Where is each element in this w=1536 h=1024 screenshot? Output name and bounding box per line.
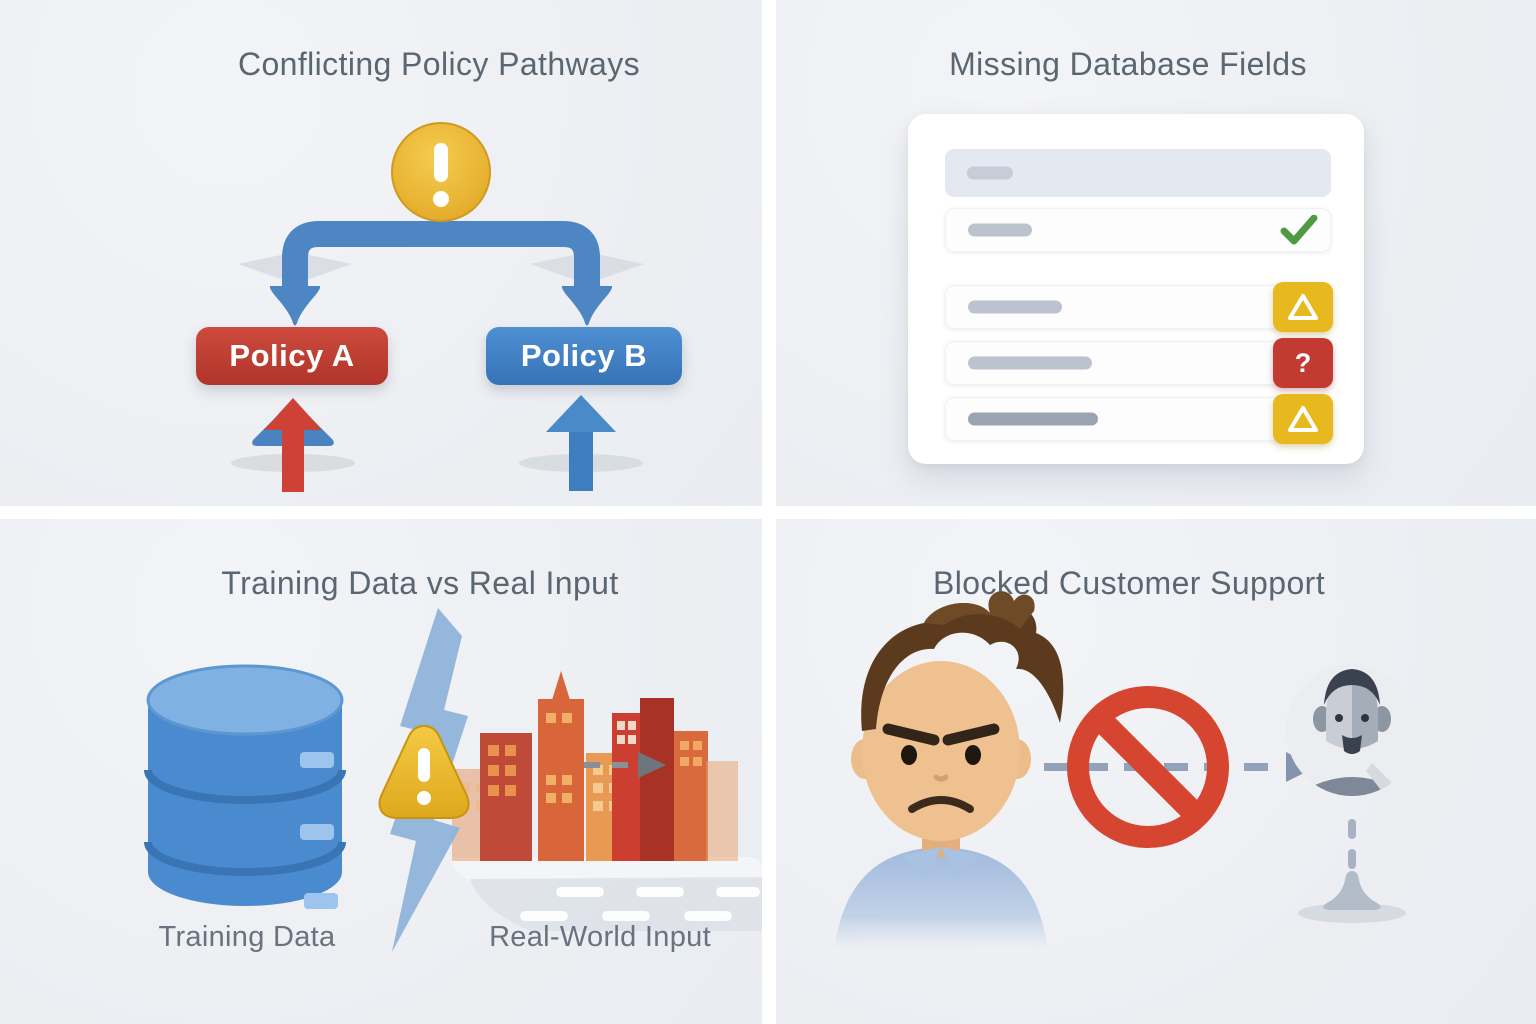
policy-pathways-illustration [231,122,644,492]
blocked-support-illustration [834,591,1418,1024]
angry-customer-avatar [834,591,1064,1024]
placeholder-chip [968,412,1098,426]
avatar-connector-dashes [1348,819,1356,869]
panel-title: Missing Database Fields [949,46,1307,82]
road [452,857,762,931]
policy-b-node: Policy B [486,327,682,385]
branch-connector [282,221,600,300]
warning-badge [1273,282,1333,332]
down-arrow-right-icon [561,286,613,326]
policy-a-label: Policy A [229,338,355,373]
down-arrow-left-icon [269,286,321,326]
question-badge: ? [1273,338,1333,388]
warning-triangle-icon [378,724,470,819]
policy-a-node: Policy A [196,327,388,385]
training-data-label: Training Data [158,921,336,953]
form-rows: ? [945,149,1333,444]
panel-title: Training Data vs Real Input [221,565,619,601]
dashed-arrow [584,752,666,778]
real-world-input-label: Real-World Input [489,921,711,953]
panel-conflicting-policy-pathways: Conflicting Policy Pathways [0,0,762,506]
up-arrow-policy-b [519,395,643,491]
placeholder-chip [968,356,1092,370]
database-form-card: ? [908,114,1364,464]
panel-title: Conflicting Policy Pathways [237,46,641,82]
policy-b-label: Policy B [520,338,648,373]
support-agent-avatar [1286,664,1418,796]
panel-blocked-customer-support: Blocked Customer Support [776,519,1536,1024]
placeholder-chip [968,300,1062,314]
form-row [945,208,1331,252]
warning-badge [1273,394,1333,444]
panel-training-vs-real: Training Data vs Real Input [0,519,762,1024]
form-row: ? [945,338,1333,388]
placeholder-chip [967,166,1013,180]
placeholder-chip [968,223,1032,237]
training-vs-real-illustration [144,608,762,952]
check-icon [1280,214,1318,245]
bell-icon [1298,871,1406,923]
up-arrow-policy-a [231,398,355,492]
cityscape [452,671,738,861]
form-row [945,149,1331,197]
question-glyph: ? [1294,347,1312,378]
panel-missing-database-fields: Missing Database Fields ? [776,0,1536,506]
database-icon [144,664,346,909]
alert-circle-icon [391,122,491,222]
prohibition-icon [1067,686,1229,848]
form-row [945,282,1333,332]
form-row [945,394,1333,444]
